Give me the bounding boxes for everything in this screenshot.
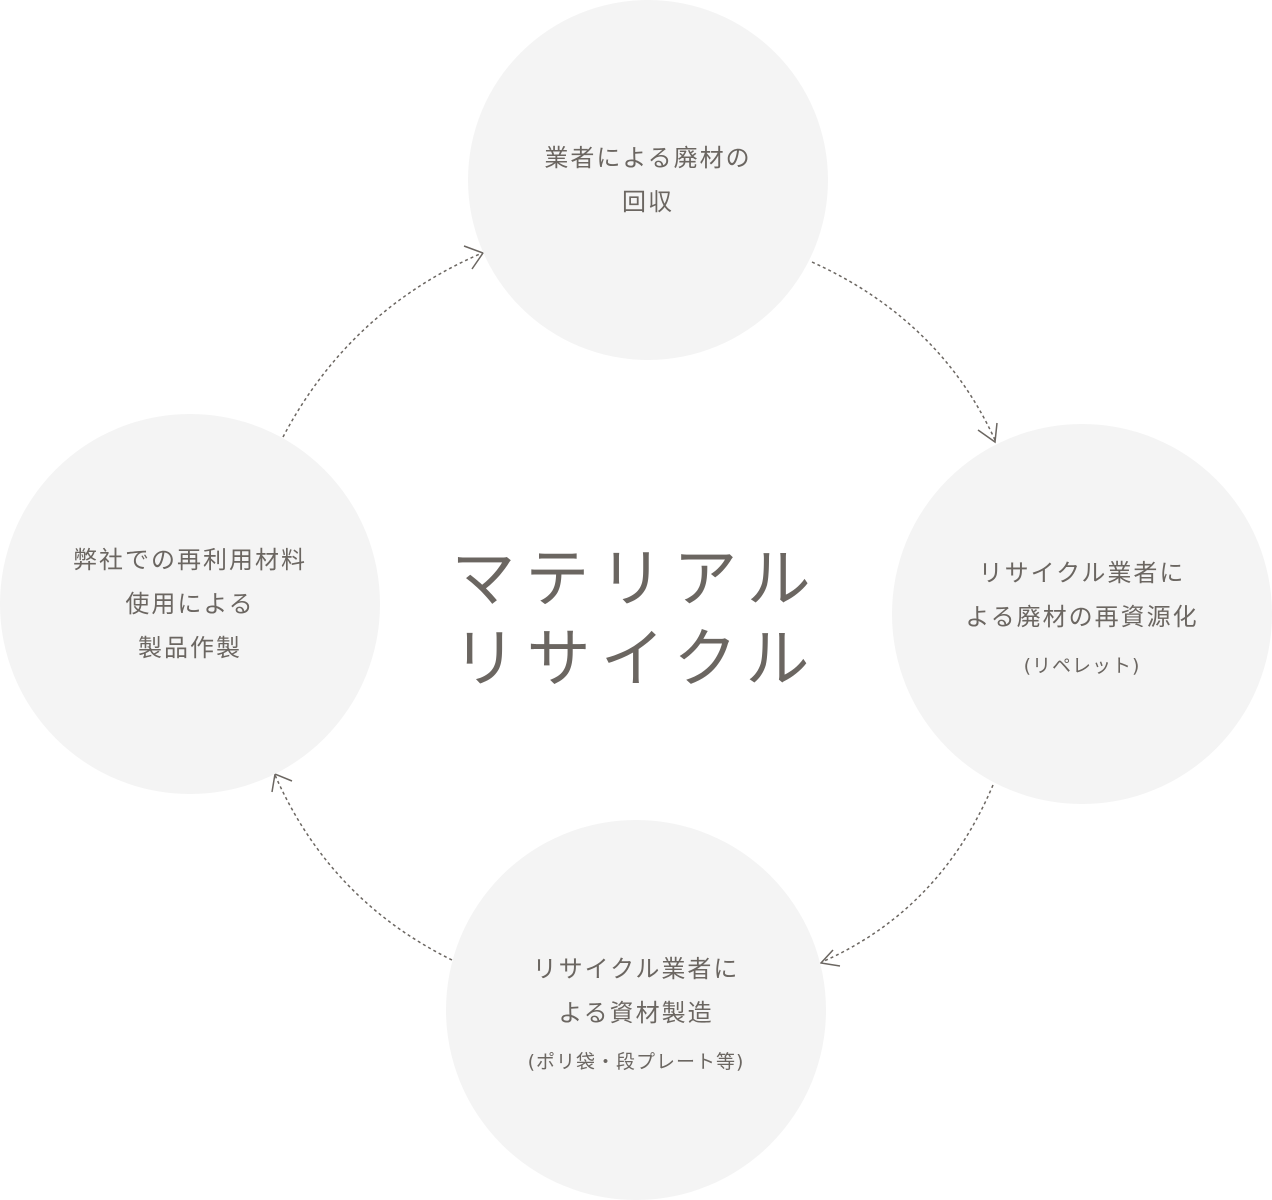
arrowhead-icon xyxy=(271,772,293,793)
node-text: 業者による廃材の 回収 xyxy=(544,136,751,224)
node-text: リサイクル業者に よる廃材の再資源化 xyxy=(965,551,1198,639)
node-subtext: (ポリ袋・段プレート等) xyxy=(527,1050,745,1073)
center-title: マテリアル リサイクル xyxy=(436,540,836,700)
arrow-collect-to-repellet xyxy=(811,261,996,441)
node-line: 製品作製 xyxy=(138,634,242,662)
node-text: 弊社での再利用材料 使用による 製品作製 xyxy=(73,538,307,670)
node-line: リサイクル業者に xyxy=(978,558,1186,587)
node-line: 回収 xyxy=(622,188,674,216)
node-manufacture: リサイクル業者に よる資材製造 (ポリ袋・段プレート等) xyxy=(446,820,826,1200)
title-line: マテリアル xyxy=(451,543,821,617)
node-line: よる廃材の再資源化 xyxy=(965,602,1199,631)
node-collection: 業者による廃材の 回収 xyxy=(468,0,828,360)
node-product: 弊社での再利用材料 使用による 製品作製 xyxy=(0,414,380,794)
title-line: リサイクル xyxy=(452,623,820,697)
node-line: 業者による廃材の xyxy=(544,144,752,172)
node-text: リサイクル業者に よる資材製造 xyxy=(533,947,740,1035)
node-line: リサイクル業者に xyxy=(532,954,740,983)
arrowhead-icon xyxy=(819,949,841,967)
arrow-repellet-to-manufacture xyxy=(821,784,994,963)
node-line: 弊社での再利用材料 xyxy=(73,546,307,574)
arrow-manufacture-to-product xyxy=(274,774,453,961)
node-line: よる資材製造 xyxy=(558,998,714,1027)
node-subtext: (リペレット) xyxy=(1023,654,1141,677)
arrowhead-icon xyxy=(977,422,998,444)
node-repellet: リサイクル業者に よる廃材の再資源化 (リペレット) xyxy=(892,424,1272,804)
node-line: 使用による xyxy=(125,590,255,618)
arrow-product-to-collect xyxy=(282,252,483,438)
